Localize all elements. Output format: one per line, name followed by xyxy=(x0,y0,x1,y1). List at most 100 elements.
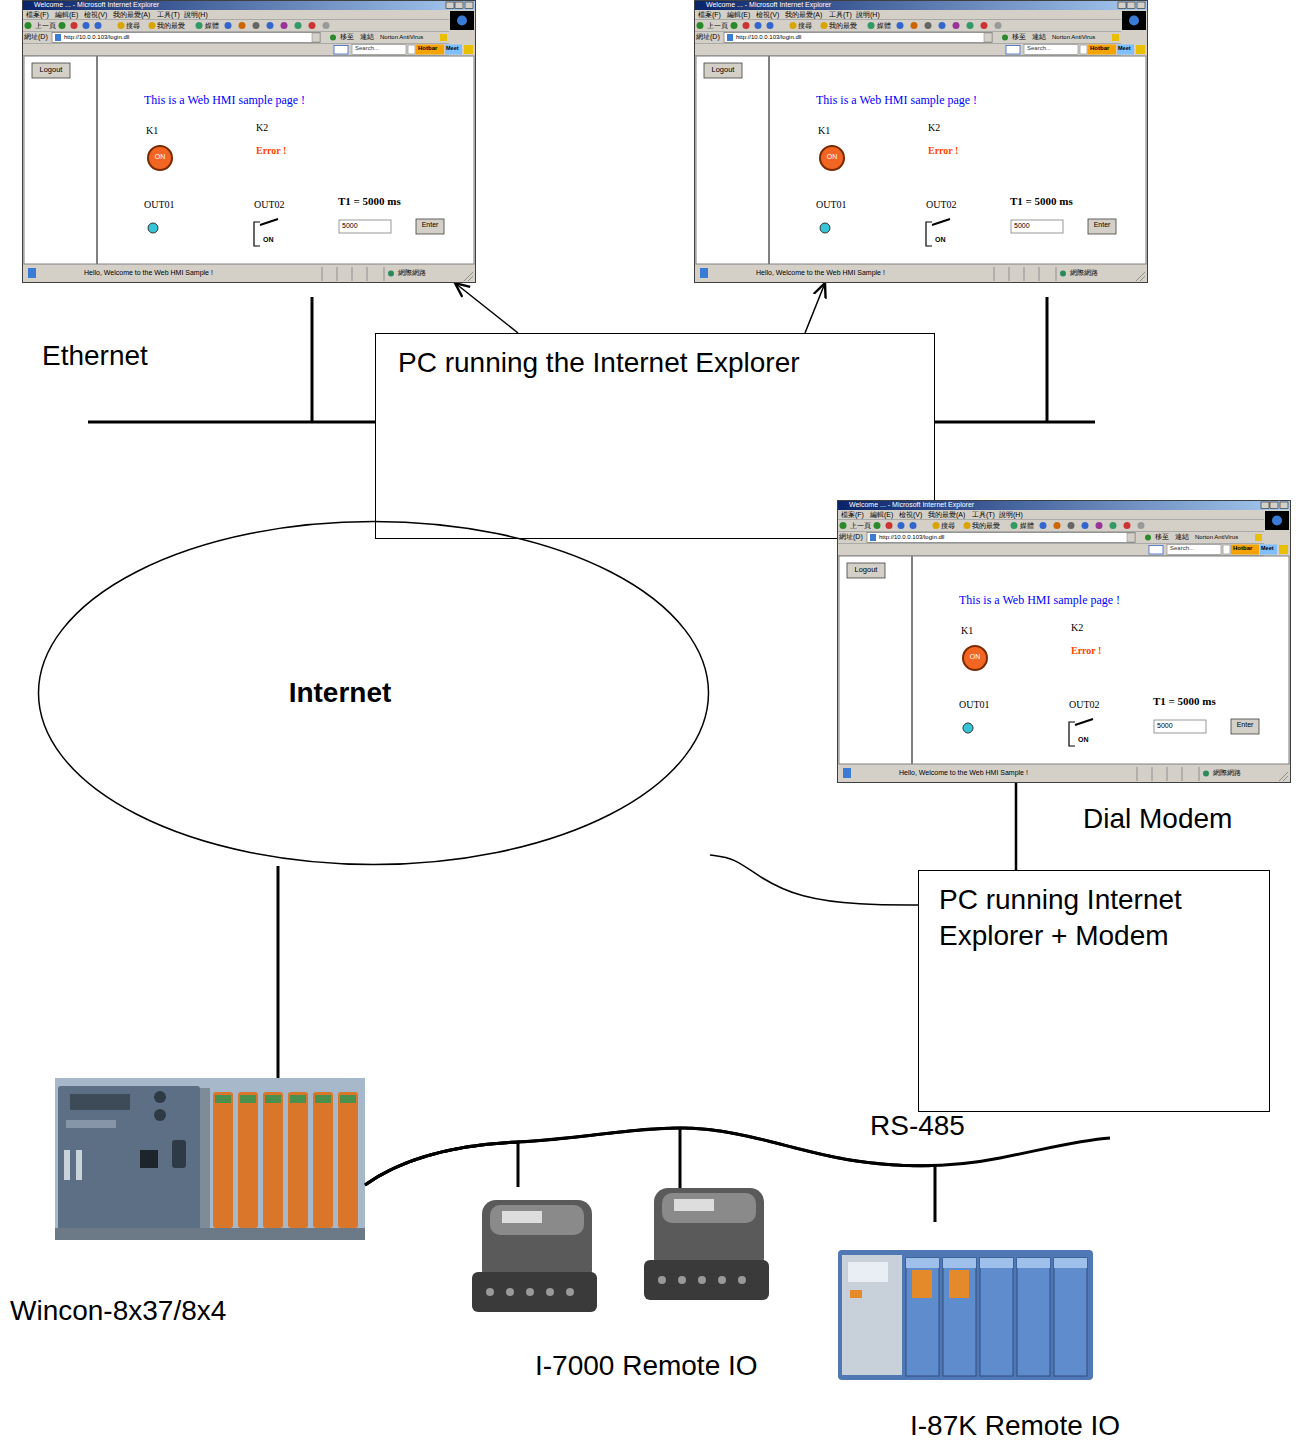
link-label: Dial Modem xyxy=(1083,803,1232,835)
toolbar-label: 移至 xyxy=(1155,533,1169,541)
input-value: 5000 xyxy=(1014,222,1030,230)
connector xyxy=(710,855,918,905)
wincon-controller xyxy=(55,1078,365,1240)
search-button xyxy=(1223,545,1230,554)
toolbar-separator xyxy=(695,19,1121,20)
button-label: Logout xyxy=(847,566,885,575)
input-value: 5000 xyxy=(342,222,358,230)
connector xyxy=(365,1128,935,1222)
toolbar-label: 搜尋 xyxy=(798,22,812,30)
toolbar-button-text: Hotbar xyxy=(418,45,437,52)
status-icon xyxy=(1203,771,1209,777)
toolbar-icon xyxy=(981,22,988,29)
wincon-controller xyxy=(240,1095,256,1103)
network-cloud: Internet xyxy=(37,520,710,866)
toolbar-icon xyxy=(1096,522,1103,529)
toolbar-label: 連結 xyxy=(1175,533,1189,541)
i7000-module xyxy=(644,1260,769,1300)
toolbar-label: Norton AntiVirus xyxy=(1052,34,1095,41)
device-caption: I-87K Remote IO xyxy=(910,1410,1120,1442)
menu-item: 檢視(V) xyxy=(899,511,922,519)
search-field-text: Search... xyxy=(355,45,379,52)
toolbar-button-text: Hotbar xyxy=(1090,45,1109,52)
frame-divider xyxy=(96,56,98,264)
enter-button xyxy=(1231,719,1259,734)
page-heading: This is a Web HMI sample page ! xyxy=(959,594,1120,608)
toolbar-icon xyxy=(731,22,738,29)
window-button xyxy=(1137,2,1145,9)
wincon-controller xyxy=(55,1078,365,1240)
menu-item: 說明(H) xyxy=(856,11,880,19)
address-field xyxy=(867,533,1135,543)
toolbar-icon xyxy=(239,22,246,29)
i87k-rack xyxy=(1054,1258,1087,1268)
enter-button xyxy=(1088,219,1116,234)
window-button xyxy=(465,2,473,9)
i87k-rack xyxy=(912,1270,932,1298)
logout-button xyxy=(32,63,70,78)
i87k-rack xyxy=(848,1262,888,1282)
address-field xyxy=(724,33,992,43)
switch-label: ON xyxy=(1078,736,1089,744)
status-icon xyxy=(700,268,708,278)
led-indicator xyxy=(820,223,830,233)
i87k-rack xyxy=(943,1258,976,1376)
toolbar-separator xyxy=(23,19,449,20)
mail-icon xyxy=(1149,546,1163,555)
i7000-module xyxy=(472,1200,597,1312)
toolbar-icon xyxy=(1068,522,1075,529)
toolbar-label: 連結 xyxy=(360,33,374,41)
toolbar-icon xyxy=(964,522,971,529)
toolbar-icon xyxy=(898,522,905,529)
status-divider xyxy=(384,267,385,281)
status-divider xyxy=(1152,767,1153,781)
toolbar-icon xyxy=(886,522,893,529)
timer-value: T1 = 5000 ms xyxy=(1153,695,1216,708)
toolbar-icon xyxy=(1082,522,1089,529)
i87k-rack xyxy=(949,1270,969,1298)
io-label: K2 xyxy=(1071,622,1083,634)
toolbar-label: 我的最愛 xyxy=(829,22,857,30)
ellipse-outline xyxy=(39,522,709,865)
status-bar xyxy=(838,765,1290,782)
toolbar-label: 上一頁 xyxy=(35,22,56,30)
toolbar-icon xyxy=(1138,522,1145,529)
i7000-module xyxy=(486,1288,494,1296)
status-divider xyxy=(1056,267,1057,281)
button-label: Logout xyxy=(32,66,70,75)
switch-label: ON xyxy=(263,236,274,244)
wincon-controller xyxy=(215,1095,231,1103)
browser-logo xyxy=(1129,16,1139,26)
status-divider xyxy=(1182,767,1183,781)
toolbar-label: 媒體 xyxy=(877,22,891,30)
status-divider xyxy=(367,267,368,281)
toolbar-label: 移至 xyxy=(340,33,354,41)
device-caption: I-7000 Remote IO xyxy=(535,1350,758,1382)
i87k-rack xyxy=(842,1255,902,1375)
toolbar-icon xyxy=(440,34,447,41)
device-picture: I-87K Remote IO xyxy=(835,1222,1095,1385)
toolbar-separator xyxy=(838,519,1264,520)
title-bar xyxy=(23,1,475,10)
bus-label: RS-485 xyxy=(870,1110,965,1142)
dropdown-button xyxy=(984,33,992,42)
connector xyxy=(1015,783,1018,870)
i87k-rack xyxy=(838,1250,1093,1380)
led-indicator xyxy=(148,223,158,233)
status-text: Error ! xyxy=(256,145,286,157)
toolbar-icon xyxy=(1124,522,1131,529)
window-button xyxy=(1127,2,1135,9)
menu-item: 檔案(F) xyxy=(698,11,721,19)
timer-value: T1 = 5000 ms xyxy=(1010,195,1073,208)
toolbar-icon xyxy=(281,22,288,29)
menu-item: 我的最愛(A) xyxy=(113,11,150,19)
toolbar-button-text: Meet xyxy=(1261,545,1274,551)
cloud-label: Internet xyxy=(289,677,392,709)
status-bar-text: 網際網路 xyxy=(398,269,426,277)
toolbar-icon xyxy=(1040,522,1047,529)
button-label: Logout xyxy=(704,66,742,75)
url-text: http://10.0.0.103/login.dll xyxy=(64,34,129,41)
status-divider xyxy=(1009,267,1010,281)
toolbar-separator xyxy=(838,543,1264,544)
